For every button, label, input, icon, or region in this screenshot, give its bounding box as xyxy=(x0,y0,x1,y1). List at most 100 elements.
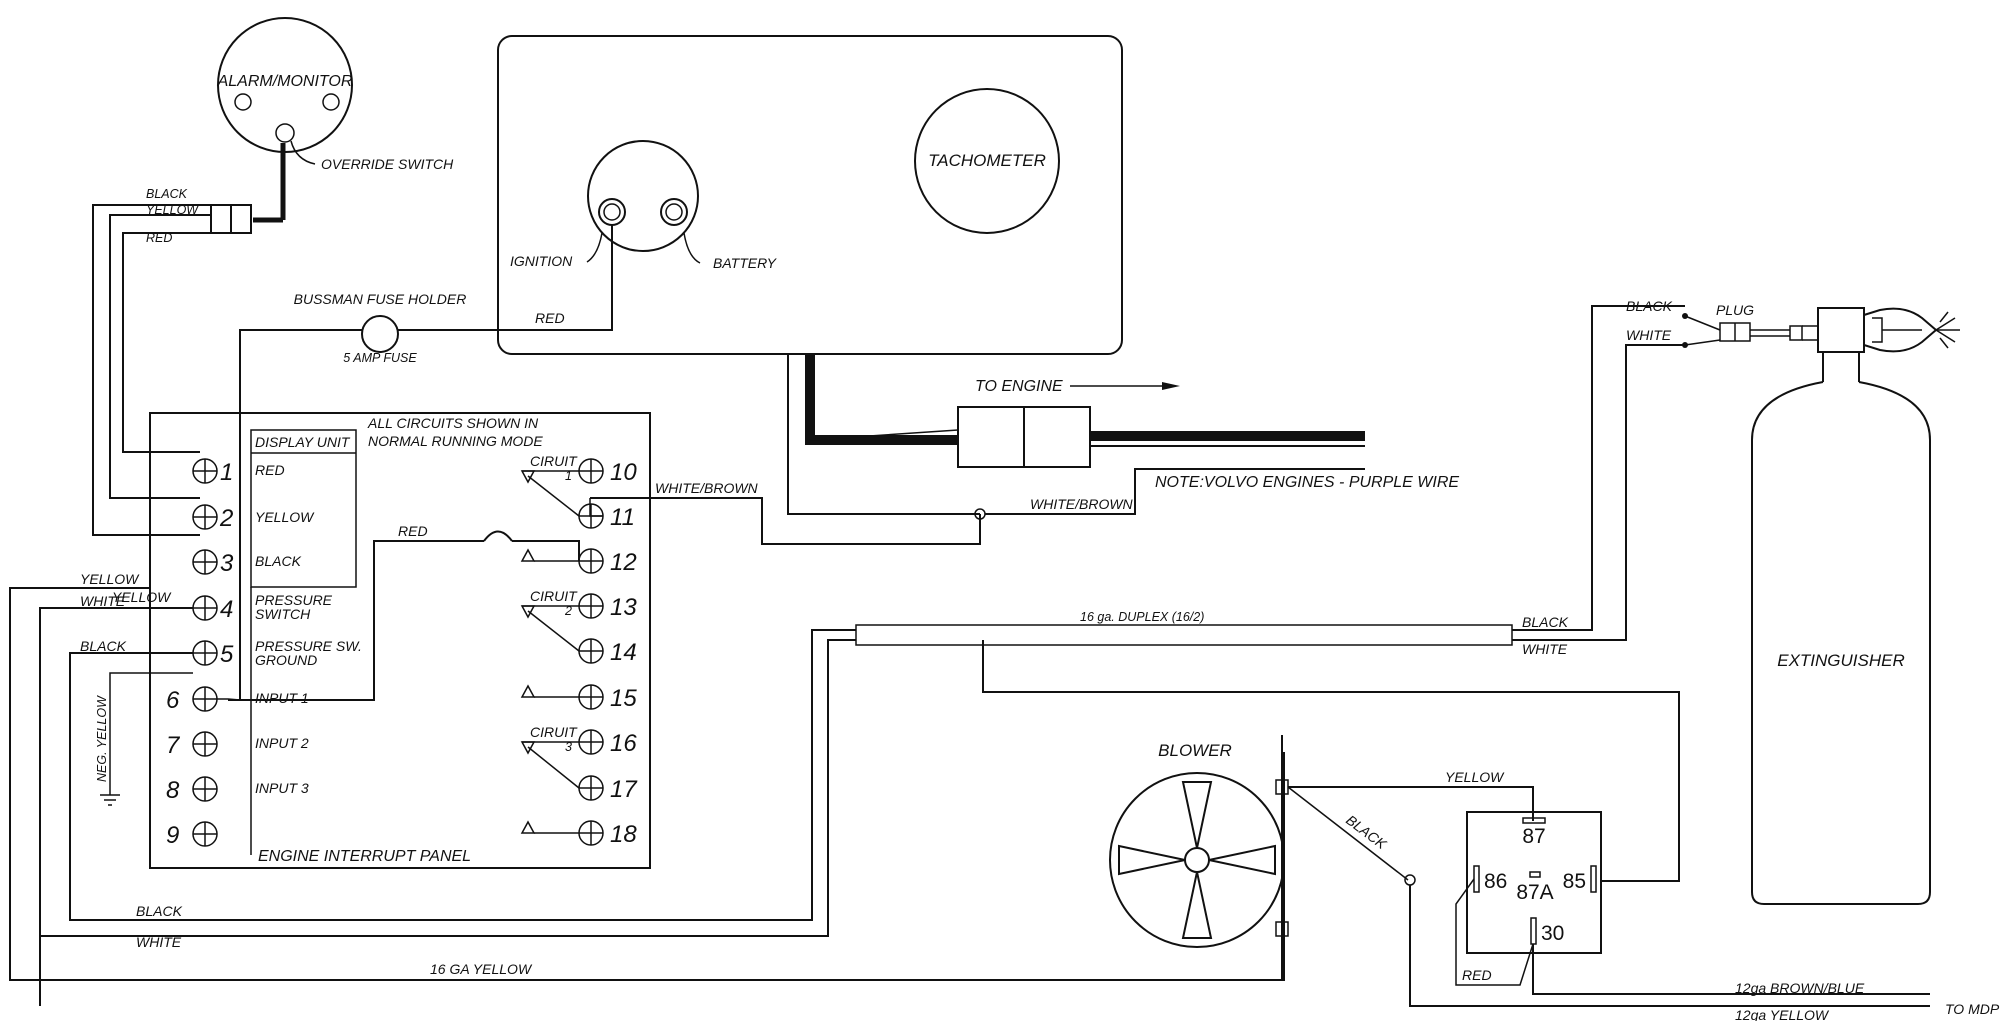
display-unit-label: DISPLAY UNIT xyxy=(255,434,351,450)
terminal-6: 6 xyxy=(166,686,218,714)
relay-pin-87a: 87A xyxy=(1516,881,1553,904)
duplex-label: 16 ga. DUPLEX (16/2) xyxy=(1080,610,1204,624)
wire-label-red-ignition: RED xyxy=(535,310,565,326)
terminal-3: 3 xyxy=(192,549,234,577)
blower: BLOWER xyxy=(1109,735,1289,980)
relay-pin-30: 30 xyxy=(1541,922,1564,945)
contact-12 xyxy=(520,548,579,562)
circuit-1: CIRUIT 1 xyxy=(520,453,580,517)
right-terminals: 10 11 12 13 14 15 16 17 18 xyxy=(578,458,638,848)
terminal-4: 4 xyxy=(192,595,233,623)
engine-harness xyxy=(805,354,1365,468)
terminal-8-label: 8 xyxy=(166,777,180,804)
panel-label-black: BLACK xyxy=(255,553,302,569)
terminal-11: 11 xyxy=(578,503,635,531)
terminal-6-label: 6 xyxy=(166,687,180,714)
circuit-2-num: 2 xyxy=(564,604,572,618)
terminal-18: 18 xyxy=(578,820,637,848)
panel-note-line1: ALL CIRCUITS SHOWN IN xyxy=(367,415,539,431)
fuse-holder: BUSSMAN FUSE HOLDER 5 AMP FUSE xyxy=(294,291,467,365)
wire-label-yellow-top: YELLOW xyxy=(80,571,140,587)
circuit-2-label: CIRUIT xyxy=(530,588,578,604)
panel-note-line2: NORMAL RUNNING MODE xyxy=(368,433,543,449)
circuit-1-num: 1 xyxy=(565,469,572,483)
panel-label-yellow: YELLOW xyxy=(255,509,315,525)
terminal-7: 7 xyxy=(166,731,218,759)
circuit-2: CIRUIT 2 xyxy=(520,588,580,652)
wire-label-12ga-brown-blue: 12ga BROWN/BLUE xyxy=(1735,980,1865,996)
terminal-8: 8 xyxy=(166,776,218,804)
terminal-17: 17 xyxy=(578,775,638,803)
wire-label-red-alarm: RED xyxy=(146,231,172,245)
to-mdp-label: TO MDP xyxy=(1945,1001,2000,1017)
panel-label-input-2: INPUT 2 xyxy=(255,735,309,751)
circuit-1-label: CIRUIT xyxy=(530,453,578,469)
terminal-18-label: 18 xyxy=(610,821,637,848)
terminal-2: 2 xyxy=(192,504,233,532)
extinguisher: EXTINGUISHER xyxy=(1751,307,1960,905)
panel-label-pressure-sw: PRESSURE SW. xyxy=(255,638,362,654)
terminal-12-label: 12 xyxy=(610,549,637,576)
fuse-label: 5 AMP FUSE xyxy=(343,351,417,365)
terminal-10: 10 xyxy=(578,458,637,486)
relay-pin-87: 87 xyxy=(1522,825,1545,848)
wire-label-red-panel: RED xyxy=(398,523,428,539)
panel-title: ENGINE INTERRUPT PANEL xyxy=(258,848,471,865)
panel-label-input-3: INPUT 3 xyxy=(255,780,309,796)
circuit-3-label: CIRUIT xyxy=(530,724,578,740)
wire-label-white-ext: WHITE xyxy=(1626,327,1672,343)
wire-label-black-ext: BLACK xyxy=(1626,298,1673,314)
wire-label-neg-yellow: NEG. YELLOW xyxy=(95,695,109,782)
duplex-cable: 16 ga. DUPLEX (16/2) xyxy=(855,610,1513,646)
relay-pin-86: 86 xyxy=(1484,870,1507,893)
wire-label-white-brown-engine: WHITE/BROWN xyxy=(1030,496,1134,512)
wire-label-white-duplex: WHITE xyxy=(1522,641,1568,657)
terminal-3-label: 3 xyxy=(220,550,234,577)
tachometer-panel: TACHOMETER IGNITION BATTERY xyxy=(497,35,1123,355)
terminal-11-label: 11 xyxy=(610,504,635,531)
ground-symbol xyxy=(100,794,120,806)
volvo-note: NOTE:VOLVO ENGINES - PURPLE WIRE xyxy=(1155,474,1459,491)
terminal-2-label: 2 xyxy=(219,505,233,532)
terminal-16: 16 xyxy=(578,729,637,757)
panel-label-input-1: INPUT 1 xyxy=(255,690,309,706)
panel-label-ground: GROUND xyxy=(255,652,317,668)
terminal-15-label: 15 xyxy=(610,685,637,712)
panel-label-switch: SWITCH xyxy=(255,606,311,622)
wire-label-red-relay: RED xyxy=(1462,967,1492,983)
fuse-holder-label: BUSSMAN FUSE HOLDER xyxy=(294,291,467,307)
wire-label-yellow-4: YELLOW xyxy=(112,589,172,605)
terminal-9: 9 xyxy=(166,821,218,849)
panel-label-red: RED xyxy=(255,462,285,478)
extinguisher-label: EXTINGUISHER xyxy=(1777,651,1905,670)
wire-label-white-bottom: WHITE xyxy=(136,934,182,950)
battery-label: BATTERY xyxy=(713,255,778,271)
relay: 87 86 87A 85 30 xyxy=(1466,811,1602,954)
terminal-14-label: 14 xyxy=(610,639,637,666)
relay-pin-85: 85 xyxy=(1563,870,1586,893)
terminal-9-label: 9 xyxy=(166,822,179,849)
terminal-4-label: 4 xyxy=(220,596,233,623)
wire-label-yellow-alarm: YELLOW xyxy=(146,203,199,217)
terminal-14: 14 xyxy=(578,638,637,666)
left-terminals: 1 2 3 4 5 6 7 8 9 xyxy=(166,458,234,849)
wire-label-black-duplex: BLACK xyxy=(1522,614,1569,630)
wire-label-white-4: WHITE xyxy=(80,593,126,609)
to-engine-arrow: TO ENGINE xyxy=(975,378,1180,395)
terminal-13-label: 13 xyxy=(610,594,637,621)
terminal-1-label: 1 xyxy=(220,459,233,486)
circuit-3: CIRUIT 3 xyxy=(520,724,580,789)
wire-label-yellow-relay: YELLOW xyxy=(1445,769,1505,785)
tachometer-label: TACHOMETER xyxy=(928,151,1046,170)
contact-18 xyxy=(520,820,579,834)
terminal-16-label: 16 xyxy=(610,730,637,757)
engine-interrupt-panel: ALL CIRCUITS SHOWN IN NORMAL RUNNING MOD… xyxy=(149,412,651,869)
wire-label-12ga-yellow: 12ga YELLOW xyxy=(1735,1007,1830,1021)
to-engine-label: TO ENGINE xyxy=(975,378,1063,395)
terminal-12: 12 xyxy=(578,548,637,576)
override-switch-label: OVERRIDE SWITCH xyxy=(321,156,454,172)
override-switch: OVERRIDE SWITCH xyxy=(290,140,454,172)
blower-label: BLOWER xyxy=(1158,741,1232,760)
terminal-17-label: 17 xyxy=(610,776,638,803)
